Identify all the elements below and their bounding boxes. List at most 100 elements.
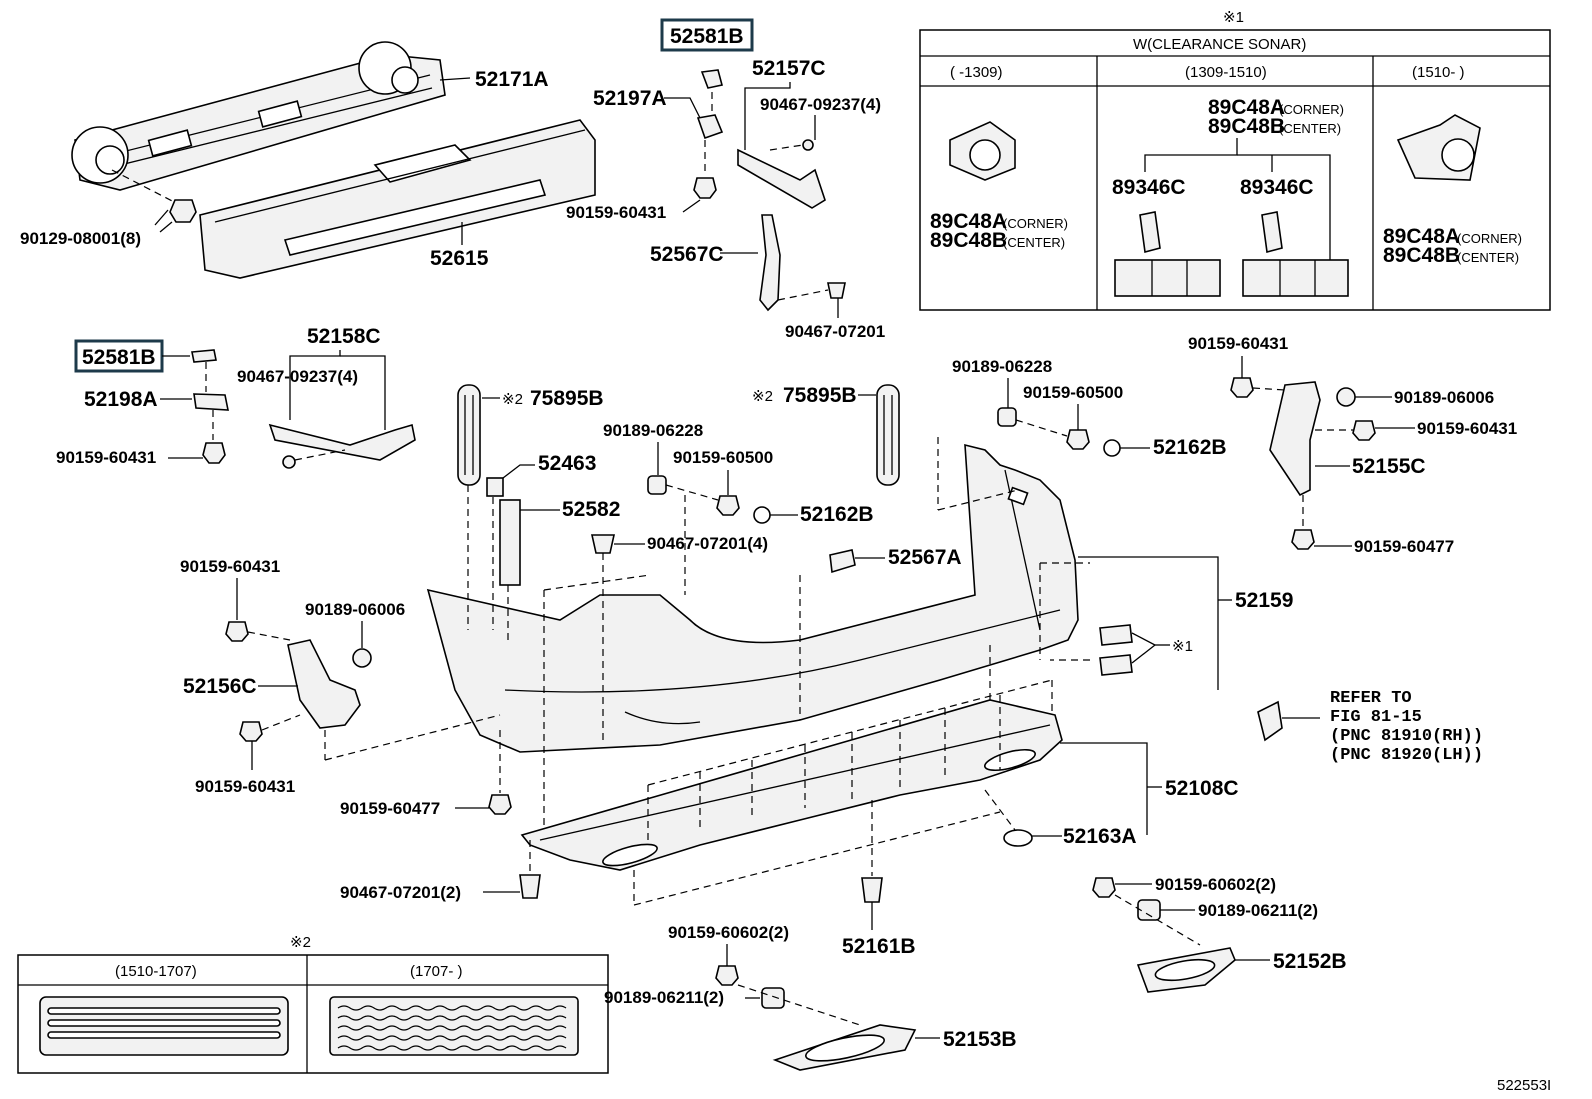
label-52152B: 52152B bbox=[1273, 950, 1347, 973]
reflector-late-version[interactable] bbox=[329, 996, 579, 1056]
c2-center-note: (CENTER) bbox=[1279, 121, 1341, 136]
screw-90159-60602-a[interactable] bbox=[1092, 877, 1116, 898]
label-90189-06228-b: 90189-06228 bbox=[952, 357, 1052, 376]
clip-90467-07201-a[interactable] bbox=[827, 282, 846, 299]
garnish-75895B-right[interactable] bbox=[876, 384, 900, 486]
nut-90189-06006-b[interactable] bbox=[352, 648, 372, 668]
label-90189-06228-a: 90189-06228 bbox=[603, 421, 703, 440]
spacer-52582[interactable] bbox=[499, 499, 521, 586]
sonar-sensor-col2-a[interactable] bbox=[1114, 211, 1221, 297]
sonar-sensor-col2-b[interactable] bbox=[1242, 211, 1349, 297]
sonar-sensor-col1[interactable] bbox=[949, 121, 1016, 181]
note2-ref-left: ※2 bbox=[502, 391, 523, 408]
nut-90189-06228-b[interactable] bbox=[997, 407, 1017, 427]
sonar-retainer-lower[interactable] bbox=[1099, 654, 1133, 676]
lower-diffuser-52108C[interactable] bbox=[520, 699, 1063, 871]
label-90159-60500-a: 90159-60500 bbox=[673, 448, 773, 467]
label-52155C: 52155C bbox=[1352, 455, 1426, 478]
label-52581B-left[interactable]: 52581B bbox=[82, 346, 156, 369]
refer-line2: FIG 81-15 bbox=[1330, 708, 1422, 727]
label-90159-60431-b: 90159-60431 bbox=[56, 448, 156, 467]
screw-90159-60431-c[interactable] bbox=[1230, 377, 1254, 398]
screw-90159-60500-b[interactable] bbox=[1066, 429, 1090, 450]
bracket-52156C[interactable] bbox=[287, 639, 361, 729]
screw-90159-60602-b[interactable] bbox=[715, 965, 739, 986]
screw-90159-60431-d[interactable] bbox=[1352, 420, 1376, 441]
reflector-ref-part[interactable] bbox=[1257, 700, 1283, 742]
cap-52163A[interactable] bbox=[1003, 829, 1033, 847]
retainer-52158C[interactable] bbox=[268, 423, 416, 461]
screw-90159-60500-a[interactable] bbox=[716, 495, 740, 516]
retainer-52157C[interactable] bbox=[737, 148, 826, 209]
label-52198A: 52198A bbox=[84, 388, 158, 411]
screw-90159-60431-b[interactable] bbox=[202, 442, 226, 464]
nut-90189-06211-b[interactable] bbox=[761, 987, 785, 1009]
label-90129-08001: 90129-08001(8) bbox=[20, 229, 141, 248]
label-52581B-top[interactable]: 52581B bbox=[670, 25, 744, 48]
clip-52161B[interactable] bbox=[861, 877, 883, 903]
refer-line3: (PNC 81910(RH)) bbox=[1330, 727, 1483, 746]
clip-90467-07201-c[interactable] bbox=[519, 874, 541, 899]
screw-90159-60431-e[interactable] bbox=[225, 621, 249, 642]
lamp-52153B[interactable] bbox=[772, 1024, 917, 1071]
sonar-table-frame bbox=[919, 29, 1551, 311]
nut-90189-06228-a[interactable] bbox=[647, 475, 667, 495]
label-75895B-right: 75895B bbox=[783, 384, 857, 407]
c3-corner-note: (CORNER) bbox=[1457, 231, 1522, 246]
bracket-52567C[interactable] bbox=[759, 214, 781, 312]
label-52463: 52463 bbox=[538, 452, 596, 475]
clip-90467-07201-b[interactable] bbox=[591, 534, 615, 554]
bumper-energy-absorber[interactable] bbox=[199, 119, 596, 279]
screw-90159-60431-a[interactable] bbox=[693, 177, 717, 199]
label-90189-06211-a: 90189-06211(2) bbox=[1198, 901, 1318, 920]
pin-90467-09237-a[interactable] bbox=[802, 139, 814, 151]
clip-52197A[interactable] bbox=[696, 114, 724, 140]
bracket-52155C[interactable] bbox=[1269, 381, 1321, 497]
label-52156C: 52156C bbox=[183, 675, 257, 698]
label-90467-07201-c: 90467-07201(2) bbox=[340, 883, 461, 902]
highlight-box-52581B-top bbox=[660, 18, 754, 52]
sonar-col3-header: (1510- ) bbox=[1412, 64, 1465, 81]
label-90467-09237-b: 90467-09237(4) bbox=[237, 367, 358, 386]
screw-90159-60477-a[interactable] bbox=[1291, 529, 1315, 550]
sonar-sensor-col3[interactable] bbox=[1396, 114, 1481, 181]
clip-52567A[interactable] bbox=[829, 549, 856, 574]
label-90159-60477-b: 90159-60477 bbox=[340, 799, 440, 818]
part-52581B-left[interactable] bbox=[191, 349, 217, 363]
sonar-retainer-upper[interactable] bbox=[1099, 624, 1133, 646]
reflector-table-frame bbox=[17, 954, 609, 1074]
label-52153B: 52153B bbox=[943, 1028, 1017, 1051]
lamp-52152B[interactable] bbox=[1136, 947, 1236, 993]
label-52162B-b: 52162B bbox=[1153, 436, 1227, 459]
label-52157C: 52157C bbox=[752, 57, 826, 80]
note2-ref-right: ※2 bbox=[752, 388, 773, 405]
c1-89C48A: 89C48A bbox=[930, 210, 1007, 233]
label-90467-07201-a: 90467-07201 bbox=[785, 322, 885, 341]
c2-89C48B: 89C48B bbox=[1208, 115, 1285, 138]
sonar-col2-header: (1309-1510) bbox=[1185, 64, 1267, 81]
label-90159-60431-a: 90159-60431 bbox=[566, 203, 666, 222]
label-90467-09237-a: 90467-09237(4) bbox=[760, 95, 881, 114]
label-90189-06006-b: 90189-06006 bbox=[305, 600, 405, 619]
sonar-table-title: W(CLEARANCE SONAR) bbox=[1133, 36, 1306, 53]
part-52581B-top[interactable] bbox=[700, 69, 723, 89]
bolt-90129[interactable] bbox=[154, 199, 197, 226]
garnish-75895B-left[interactable] bbox=[457, 384, 481, 486]
reflector-early-version[interactable] bbox=[39, 996, 289, 1056]
cap-52162B-a[interactable] bbox=[753, 506, 771, 524]
screw-90159-60431-f[interactable] bbox=[239, 721, 263, 742]
label-90159-60431-f: 90159-60431 bbox=[195, 777, 295, 796]
pad-52463[interactable] bbox=[486, 477, 504, 497]
pin-90467-09237-b[interactable] bbox=[282, 455, 296, 469]
bumper-reinforcement[interactable] bbox=[71, 41, 446, 191]
c3-center-note: (CENTER) bbox=[1457, 250, 1519, 265]
clip-52198A[interactable] bbox=[193, 393, 229, 411]
screw-90159-60477-b[interactable] bbox=[488, 794, 512, 815]
c1-89C48B: 89C48B bbox=[930, 229, 1007, 252]
nut-90189-06006-a[interactable] bbox=[1336, 387, 1356, 407]
refer-line1: REFER TO bbox=[1330, 689, 1412, 708]
label-90159-60431-e: 90159-60431 bbox=[180, 557, 280, 576]
label-52161B: 52161B bbox=[842, 935, 916, 958]
cap-52162B-b[interactable] bbox=[1103, 439, 1121, 457]
